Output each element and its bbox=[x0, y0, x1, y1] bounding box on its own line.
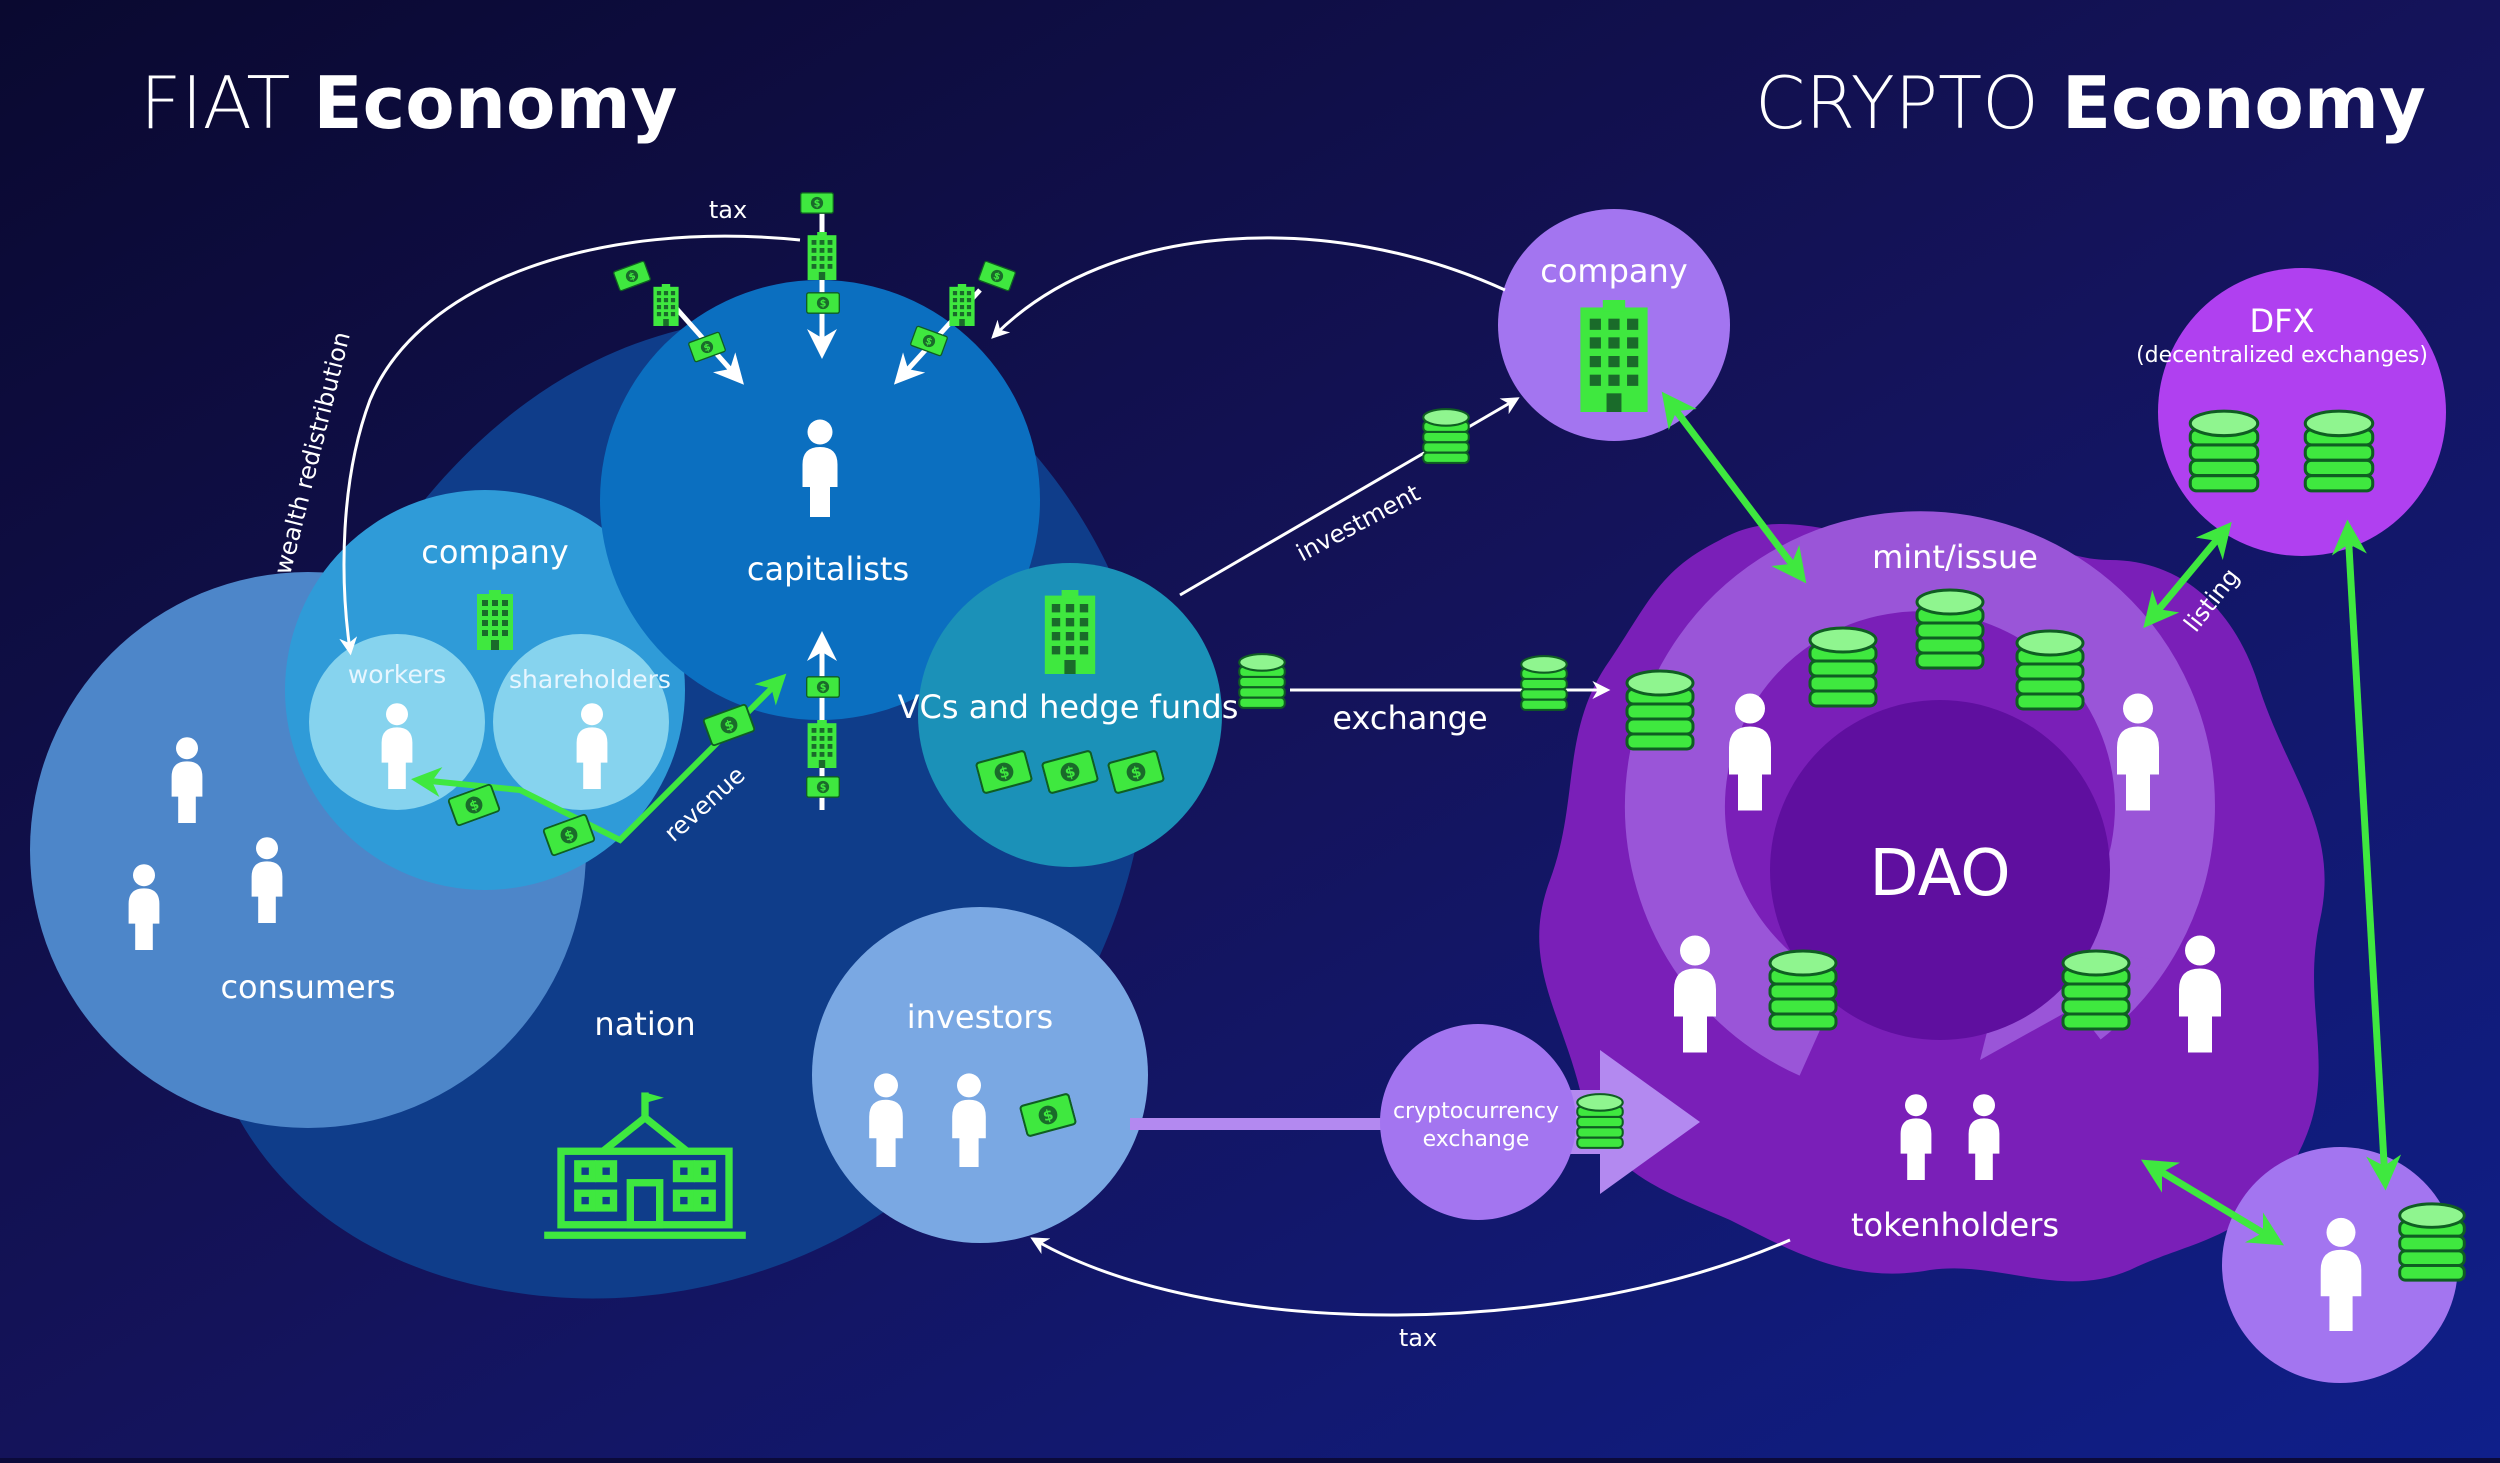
fiat-company-label: company bbox=[421, 533, 568, 571]
nation-label: nation bbox=[594, 1005, 695, 1043]
dfx-dao-link bbox=[2143, 521, 2232, 629]
bottom-tax-arrow bbox=[1030, 1237, 1791, 1317]
wealth-redistribution-arrow bbox=[339, 234, 801, 656]
dfx-label: DFX bbox=[2250, 302, 2315, 340]
dao-coins-icon bbox=[2061, 949, 2131, 1031]
dao-core bbox=[1770, 700, 2110, 1040]
dfx-coins-icon bbox=[2188, 409, 2260, 493]
investors-circle bbox=[812, 907, 1148, 1243]
tax-building-icon bbox=[807, 232, 837, 280]
exchange-label-line2: exchange bbox=[1423, 1127, 1530, 1152]
dfx-tokenholder-link bbox=[2331, 519, 2402, 1191]
tokenholder-dao-link bbox=[2140, 1159, 2285, 1246]
crypto-company-label: company bbox=[1540, 252, 1687, 290]
exchange-circle bbox=[1380, 1024, 1576, 1220]
dao-coins-icon bbox=[1768, 949, 1838, 1031]
investors-label: investors bbox=[907, 998, 1053, 1036]
tokenholders-label: tokenholders bbox=[1851, 1206, 2059, 1244]
dao-coins-icon bbox=[1915, 588, 1985, 670]
revenue-bill-icon bbox=[806, 776, 840, 798]
dao-coins-icon bbox=[2015, 629, 2085, 711]
tax-bottom-label: tax bbox=[1399, 1324, 1437, 1352]
cryptoexchange-coins-icon bbox=[1576, 1093, 1624, 1149]
tax-bill-icon bbox=[806, 292, 840, 314]
lone-tokenholder-coins-icon bbox=[2398, 1202, 2466, 1282]
dao-coins-icon bbox=[1625, 669, 1695, 751]
dao-cycle-ring bbox=[1624, 511, 2215, 1076]
exchange-label-line1: cryptocurrency bbox=[1393, 1099, 1559, 1124]
right-building-icon bbox=[949, 284, 975, 326]
investment-coins-icon bbox=[1422, 408, 1470, 464]
consumers-label: consumers bbox=[220, 968, 395, 1006]
tax-top-label: tax bbox=[709, 196, 747, 224]
workers-label: workers bbox=[348, 660, 446, 689]
crypto-heading: CRYPTO Economy bbox=[1755, 61, 2426, 145]
vcs-building-icon bbox=[1044, 590, 1096, 674]
revenue-green-path bbox=[411, 673, 787, 844]
dao-coins-icon bbox=[1808, 626, 1878, 708]
vcs-label: VCs and hedge funds bbox=[898, 688, 1239, 726]
mint-issue-label: mint/issue bbox=[1872, 538, 2038, 576]
capitalists-label: capitalists bbox=[747, 550, 909, 588]
vcs-coins-icon bbox=[1238, 653, 1286, 709]
revenue-building-icon bbox=[807, 720, 837, 768]
crypto-company-building-icon bbox=[1580, 300, 1648, 412]
dao-label: DAO bbox=[1869, 837, 2010, 911]
revenue-bill-icon bbox=[806, 676, 840, 698]
exchange-coins-icon bbox=[1520, 655, 1568, 711]
fiat-company-building-icon bbox=[477, 590, 513, 650]
exchange-flow-label: exchange bbox=[1332, 699, 1487, 737]
left-building-icon bbox=[653, 284, 679, 326]
dfx-coins-icon bbox=[2303, 409, 2375, 493]
shareholders-label: shareholders bbox=[509, 665, 671, 694]
tax-bill-icon bbox=[800, 192, 834, 214]
shareholders-circle bbox=[493, 634, 669, 810]
exchange-flow-bar bbox=[1130, 1118, 1450, 1130]
dfx-sub-label: (decentralized exchanges) bbox=[2136, 343, 2428, 368]
company-dao-link bbox=[1661, 391, 1807, 584]
fiat-heading: FIAT Economy bbox=[140, 61, 677, 145]
crypto-company-to-capitalists-arrow bbox=[991, 236, 1506, 339]
